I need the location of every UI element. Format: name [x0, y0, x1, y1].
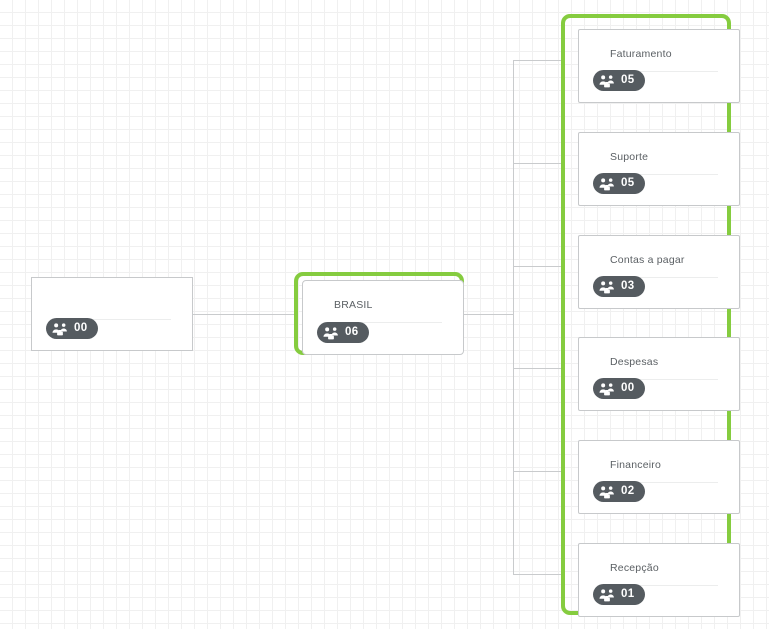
- org-node-recepcao[interactable]: Recepção 01: [578, 543, 740, 617]
- connector-brasil-to-trunk: [464, 314, 513, 315]
- org-node-contas-a-pagar-member-count: 03: [621, 279, 635, 292]
- org-node-faturamento-divider: [600, 71, 718, 72]
- org-node-despesas-member-count-badge[interactable]: 00: [593, 378, 645, 399]
- org-node-suporte-title: Suporte: [610, 151, 649, 163]
- org-node-brasil-member-count-badge[interactable]: 06: [317, 322, 369, 343]
- org-node-brasil[interactable]: BRASIL 06: [302, 280, 464, 355]
- connector-branch-financeiro: [513, 471, 565, 472]
- connector-branch-suporte: [513, 163, 565, 164]
- people-group-icon: [599, 280, 614, 293]
- org-node-financeiro-divider: [600, 482, 718, 483]
- people-group-icon: [52, 322, 67, 335]
- connector-branch-despesas: [513, 368, 565, 369]
- org-node-faturamento-title: Faturamento: [610, 48, 672, 60]
- org-node-brasil-title: BRASIL: [334, 299, 373, 311]
- org-node-contas-a-pagar[interactable]: Contas a pagar 03: [578, 235, 740, 309]
- people-group-icon: [599, 485, 614, 498]
- org-node-faturamento-member-count-badge[interactable]: 05: [593, 70, 645, 91]
- org-node-suporte[interactable]: Suporte 05: [578, 132, 740, 206]
- department-group-selection-outline[interactable]: Faturamento 05 Suporte: [561, 14, 740, 617]
- org-node-root-divider: [53, 319, 171, 320]
- org-node-brasil-divider: [324, 322, 442, 323]
- org-node-root[interactable]: 00: [31, 277, 193, 351]
- org-node-root-member-count: 00: [74, 321, 88, 334]
- org-node-recepcao-member-count-badge[interactable]: 01: [593, 584, 645, 605]
- org-node-financeiro-title: Financeiro: [610, 459, 662, 471]
- people-group-icon: [323, 326, 338, 339]
- connector-root-to-brasil: [193, 314, 294, 315]
- connector-branch-contas-a-pagar: [513, 266, 565, 267]
- connector-branch-faturamento: [513, 60, 565, 61]
- org-node-recepcao-title: Recepção: [610, 562, 659, 574]
- org-node-contas-a-pagar-member-count-badge[interactable]: 03: [593, 276, 645, 297]
- org-node-suporte-divider: [600, 174, 718, 175]
- org-node-financeiro-member-count-badge[interactable]: 02: [593, 481, 645, 502]
- people-group-icon: [599, 74, 614, 87]
- org-node-brasil-member-count: 06: [345, 325, 359, 338]
- org-node-despesas-member-count: 00: [621, 381, 635, 394]
- people-group-icon: [599, 177, 614, 190]
- org-node-financeiro-member-count: 02: [621, 484, 635, 497]
- org-node-suporte-member-count: 05: [621, 176, 635, 189]
- connector-branch-recepcao: [513, 574, 565, 575]
- connector-department-trunk: [513, 60, 514, 574]
- org-node-despesas-divider: [600, 379, 718, 380]
- org-node-contas-a-pagar-title: Contas a pagar: [610, 254, 685, 266]
- org-node-recepcao-divider: [600, 585, 718, 586]
- org-node-contas-a-pagar-divider: [600, 277, 718, 278]
- people-group-icon: [599, 382, 614, 395]
- org-node-root-member-count-badge[interactable]: 00: [46, 318, 98, 339]
- org-node-despesas-title: Despesas: [610, 356, 659, 368]
- org-node-brasil-selection-outline[interactable]: BRASIL 06: [294, 272, 464, 355]
- org-node-faturamento[interactable]: Faturamento 05: [578, 29, 740, 103]
- org-node-recepcao-member-count: 01: [621, 587, 635, 600]
- org-node-suporte-member-count-badge[interactable]: 05: [593, 173, 645, 194]
- org-node-faturamento-member-count: 05: [621, 73, 635, 86]
- people-group-icon: [599, 588, 614, 601]
- org-node-financeiro[interactable]: Financeiro 02: [578, 440, 740, 514]
- org-node-despesas[interactable]: Despesas 00: [578, 337, 740, 411]
